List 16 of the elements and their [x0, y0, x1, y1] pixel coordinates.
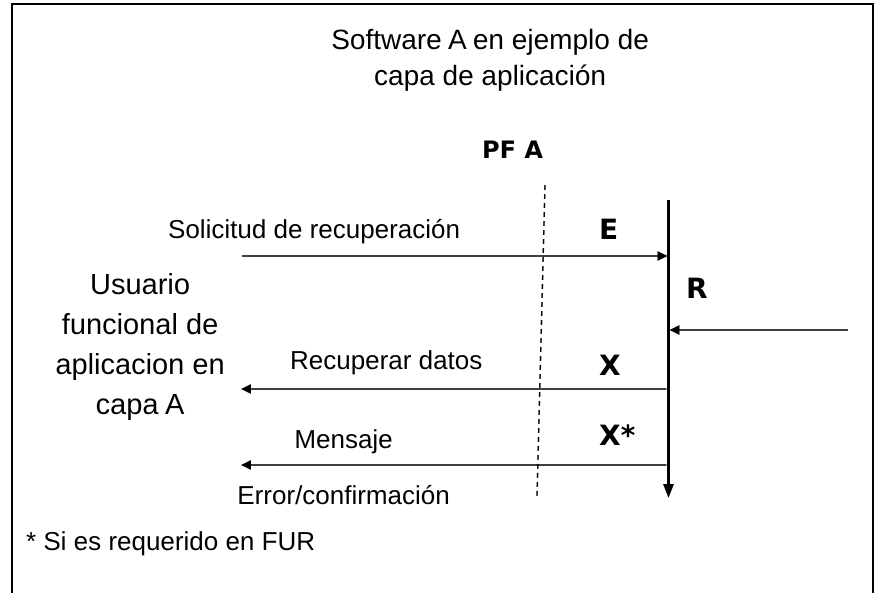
- arrow: [242, 251, 668, 261]
- edge-label: Solicitud de recuperación: [168, 214, 460, 245]
- movement-letter: X: [599, 350, 621, 381]
- movement-letter: E: [599, 214, 618, 245]
- lifeline-bar: [663, 200, 674, 498]
- title: Software A en ejemplo de capa de aplicación: [330, 23, 650, 93]
- arrow: [241, 384, 666, 394]
- edge-label: Recuperar datos: [290, 345, 482, 376]
- arrow: [670, 325, 848, 335]
- arrow: [241, 460, 666, 470]
- footnote: * Si es requerido en FUR: [26, 526, 316, 557]
- edge-label: Mensaje Error/confirmación: [236, 423, 451, 512]
- actor-label: Usuario funcional de aplicacion en capa A: [40, 265, 240, 425]
- boundary-label: PF A: [482, 135, 543, 166]
- movement-letter: R: [686, 273, 708, 304]
- movement-letter: X*: [599, 420, 636, 451]
